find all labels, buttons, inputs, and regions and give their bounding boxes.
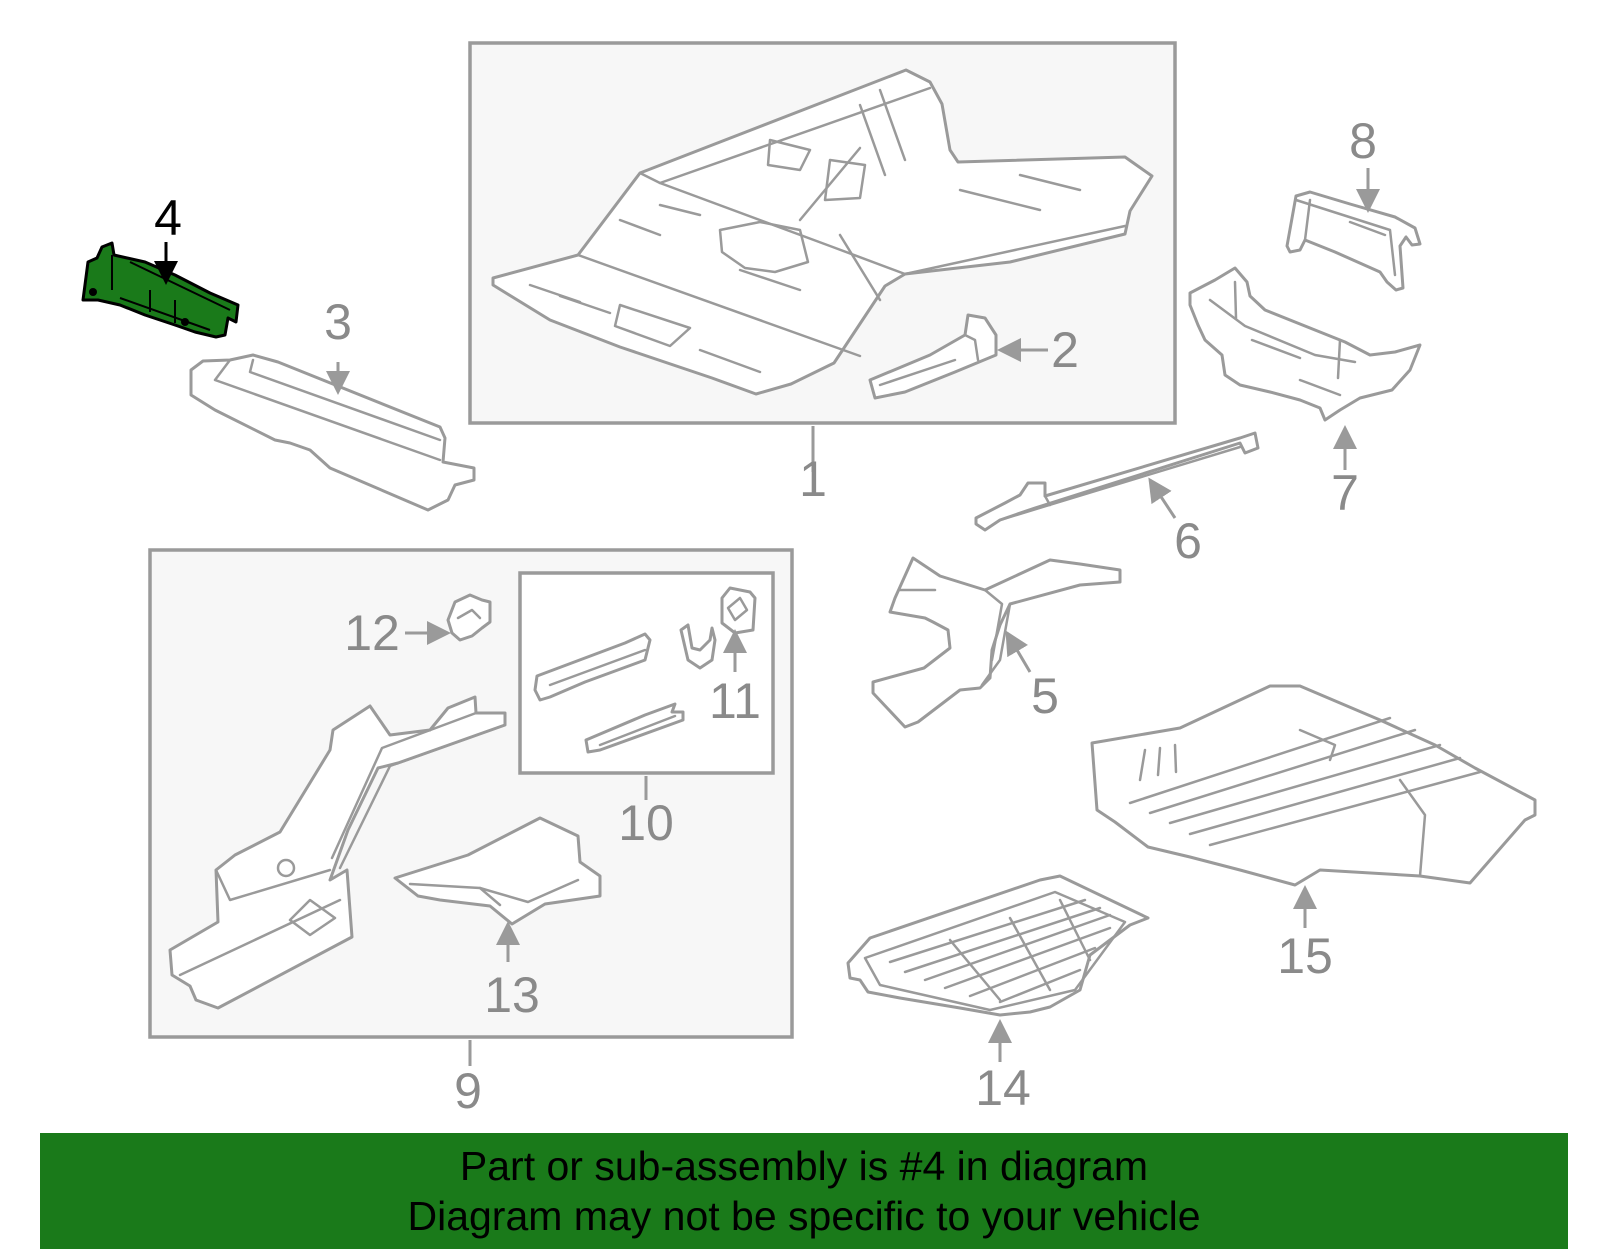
callout-2: 2	[1051, 322, 1079, 378]
callout-5: 5	[1031, 668, 1059, 724]
part-10-group-parts[interactable]	[533, 623, 717, 754]
part-1-floor-pan[interactable]	[491, 68, 1154, 396]
callout-14: 14	[975, 1060, 1031, 1116]
part-15-floor-panel[interactable]	[1090, 684, 1537, 887]
callout-9: 9	[454, 1063, 482, 1119]
part-3-reinforcement[interactable]	[189, 353, 476, 512]
leader-6	[1148, 477, 1177, 519]
callout-7: 7	[1331, 465, 1359, 521]
part-11-fastener[interactable]	[720, 586, 757, 635]
part-4-highlighted[interactable]	[81, 241, 240, 339]
part-2-bracket[interactable]	[868, 313, 998, 400]
part-4-hole	[89, 288, 97, 296]
callout-4: 4	[154, 190, 182, 246]
part-6-rail[interactable]	[974, 431, 1260, 532]
callout-1: 1	[799, 451, 827, 507]
banner-line-1: Part or sub-assembly is #4 in diagram	[459, 1143, 1149, 1189]
part-5-side-member[interactable]	[871, 556, 1122, 729]
part-7-cross-member[interactable]	[1188, 266, 1422, 422]
part-4-hole	[181, 318, 189, 326]
callout-12: 12	[344, 605, 400, 661]
callout-10: 10	[618, 795, 674, 851]
part-9-rear-frame[interactable]	[168, 695, 507, 1010]
leader-5	[1005, 630, 1032, 673]
callout-8: 8	[1349, 113, 1377, 169]
callout-13: 13	[484, 967, 540, 1023]
callout-6: 6	[1174, 513, 1202, 569]
callout-11: 11	[709, 673, 761, 729]
part-14-tray[interactable]	[846, 874, 1150, 1017]
callout-15: 15	[1277, 928, 1333, 984]
part-13-panel[interactable]	[393, 816, 602, 926]
info-banner: Part or sub-assembly is #4 in diagram Di…	[40, 1133, 1568, 1249]
part-8-bracket[interactable]	[1285, 190, 1422, 292]
banner-line-2: Diagram may not be specific to your vehi…	[407, 1193, 1201, 1239]
callout-3: 3	[324, 294, 352, 350]
